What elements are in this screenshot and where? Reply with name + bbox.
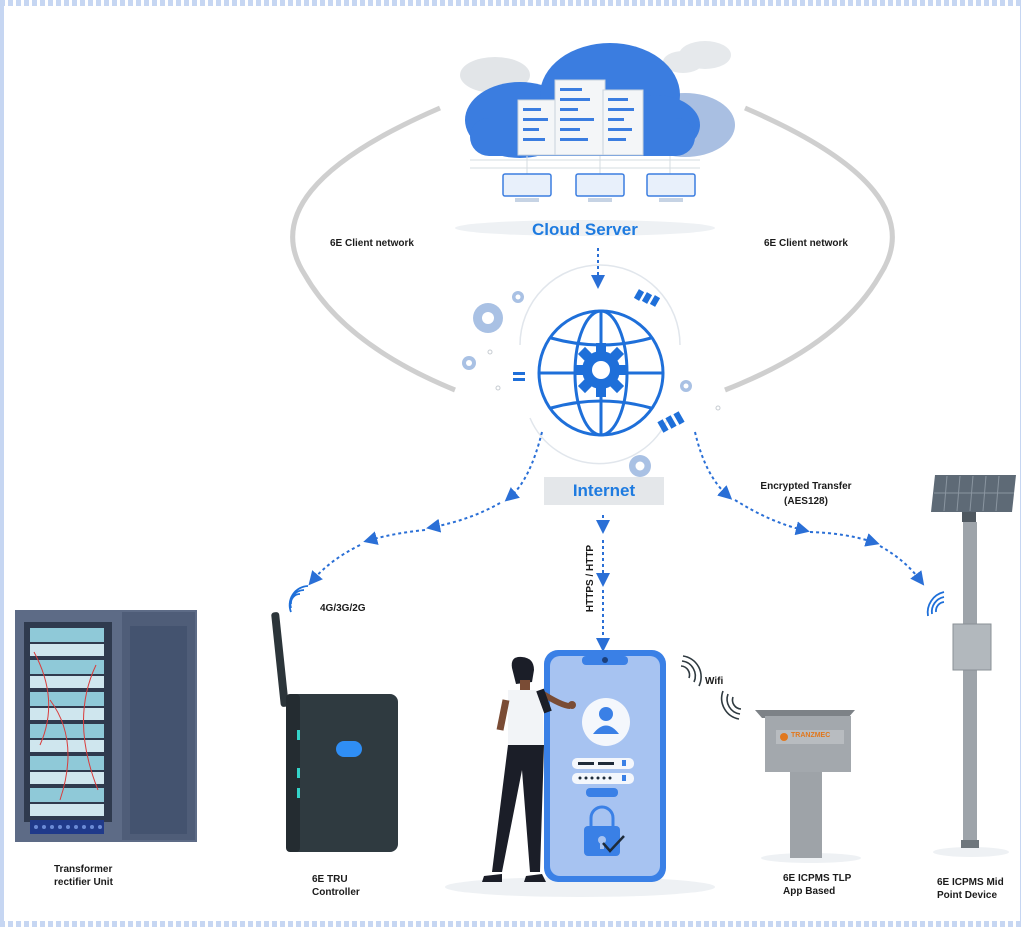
arrow-internet-to-tru-2 — [426, 502, 501, 533]
arrow-internet-to-midpoint-4 — [879, 545, 925, 586]
rectifier-caption-line1: Transformer — [54, 864, 113, 875]
tlp-box-icon — [755, 710, 861, 863]
internet-label: Internet — [572, 481, 636, 500]
tru-caption-line1: 6E TRU — [312, 874, 348, 885]
tlp-caption-line1: 6E ICPMS TLP — [783, 873, 852, 884]
cellular-label: 4G/3G/2G — [320, 603, 366, 614]
internet-box: Internet — [544, 477, 664, 505]
midpoint-caption-line2: Point Device — [937, 890, 998, 901]
encrypted-transfer-line1: Encrypted Transfer — [760, 481, 852, 492]
wifi-label: Wifi — [705, 676, 724, 687]
tru-controller-icon — [271, 585, 398, 852]
wifi-waves-icon — [680, 655, 742, 720]
client-network-right-label: 6E Client network — [764, 238, 848, 249]
client-network-arc-right — [724, 105, 895, 393]
brand-logo-text: TRANZMEC — [791, 732, 831, 739]
encrypted-transfer-label: Encrypted Transfer (AES128) — [760, 480, 852, 508]
arrow-internet-to-tru-3 — [363, 529, 426, 545]
arrow-internet-to-midpoint-2 — [734, 499, 810, 536]
client-network-arc-left — [290, 105, 456, 393]
tlp-caption-line2: App Based — [783, 886, 836, 897]
midpoint-caption-line1: 6E ICPMS Mid — [937, 877, 1004, 888]
person-figure-icon — [482, 656, 576, 882]
arrow-internet-to-tru — [504, 431, 543, 502]
cloud-server-icon — [455, 41, 735, 236]
tlp-caption: 6E ICPMS TLP App Based — [783, 872, 851, 898]
encrypted-transfer-line2: (AES128) — [784, 496, 828, 507]
arrow-internet-to-midpoint — [694, 431, 733, 500]
client-network-left-label: 6E Client network — [330, 238, 414, 249]
rectifier-caption: Transformer rectifier Unit — [54, 863, 113, 889]
tru-caption-line2: Controller — [312, 887, 360, 898]
globe-gear-icon — [462, 264, 721, 477]
rectifier-unit-icon — [15, 610, 197, 842]
smartphone-icon — [445, 650, 715, 897]
https-label: HTTPS / HTTP — [585, 544, 597, 613]
tru-caption: 6E TRU Controller — [312, 873, 360, 899]
midpoint-device-icon — [926, 475, 1016, 857]
rectifier-caption-line2: rectifier Unit — [54, 877, 113, 888]
arrow-internet-to-tru-4 — [308, 544, 361, 586]
midpoint-caption: 6E ICPMS Mid Point Device — [937, 876, 1004, 902]
arrow-internet-to-midpoint-3 — [809, 531, 880, 547]
cloud-server-label: Cloud Server — [532, 220, 638, 239]
